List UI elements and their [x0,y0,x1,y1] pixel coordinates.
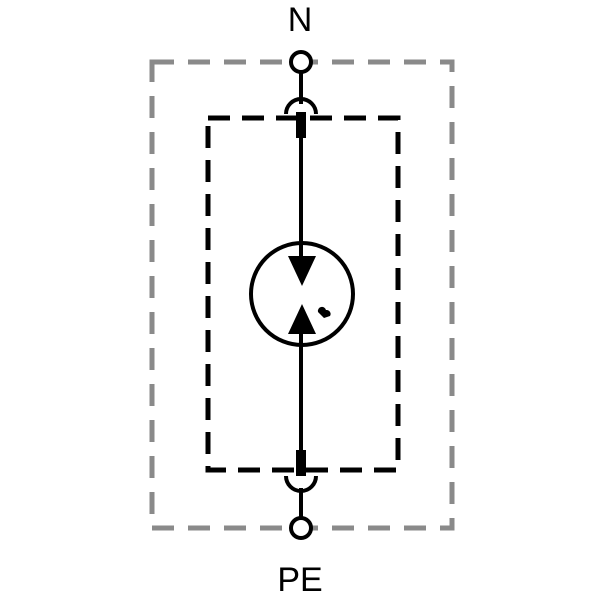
electrode-arrow-up [288,304,316,334]
terminal-label-n: N [287,1,313,39]
terminal-circle-bottom [289,516,313,540]
plug-contact-bottom [296,450,306,476]
electrode-arrow-down [288,256,316,286]
plug-contact-top [296,112,306,138]
terminal-label-pe: PE [277,561,323,599]
gas-fill-dot [317,306,331,318]
contact-arc-top [284,97,318,115]
terminal-circle-top [289,50,313,74]
